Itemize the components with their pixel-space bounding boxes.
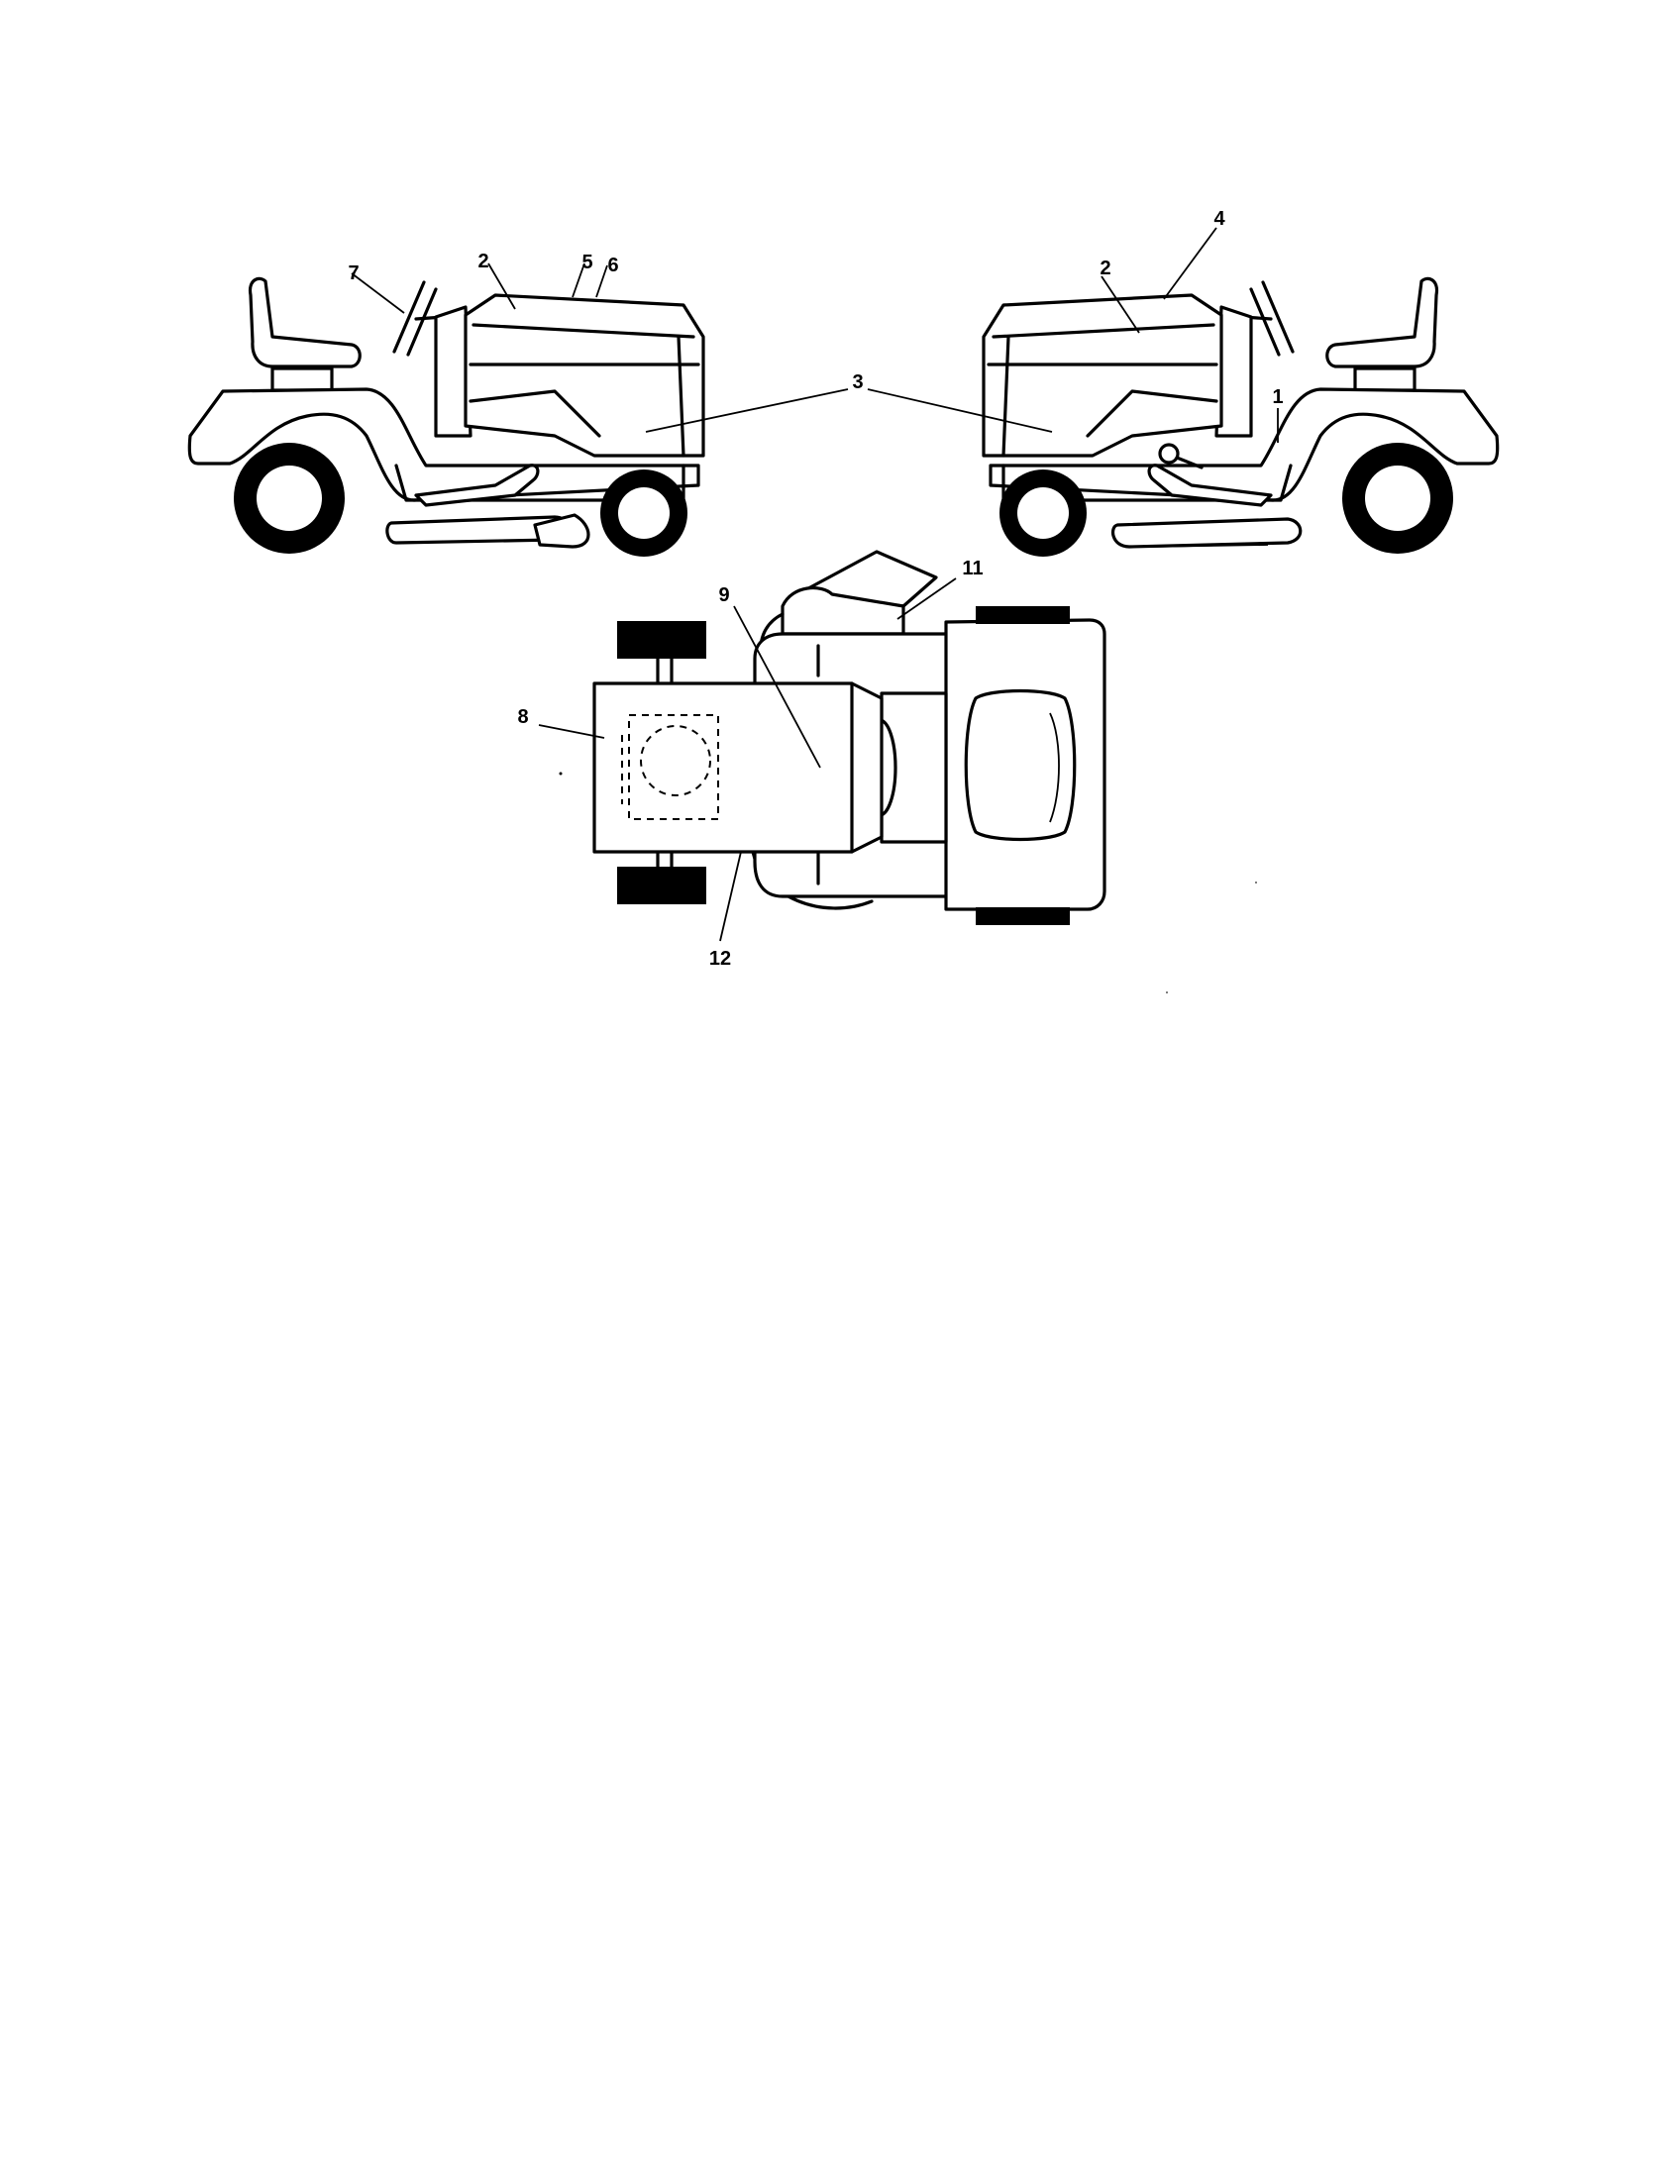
leader-3-left bbox=[645, 388, 849, 433]
leader-5 bbox=[572, 262, 585, 298]
leader-4 bbox=[1163, 227, 1217, 300]
tractor-left-side-view bbox=[187, 276, 705, 557]
callout-11: 11 bbox=[962, 558, 984, 579]
leader-2-left bbox=[487, 262, 516, 310]
tractor-right-side-view bbox=[982, 276, 1500, 557]
leader-6 bbox=[595, 264, 608, 298]
callout-3: 3 bbox=[852, 371, 864, 393]
callout-4: 4 bbox=[1213, 208, 1225, 230]
leader-lines bbox=[351, 227, 1279, 942]
leader-7 bbox=[351, 272, 405, 314]
callout-5: 5 bbox=[581, 252, 593, 273]
leader-8 bbox=[538, 724, 605, 739]
leader-12 bbox=[719, 851, 742, 942]
callout-1: 1 bbox=[1272, 386, 1284, 408]
callout-7: 7 bbox=[348, 262, 360, 284]
leader-9 bbox=[733, 605, 821, 769]
leader-11 bbox=[896, 577, 957, 620]
callout-6: 6 bbox=[607, 255, 619, 276]
callout-9: 9 bbox=[718, 584, 730, 606]
callout-2-right: 2 bbox=[1100, 258, 1111, 279]
leader-2-right bbox=[1101, 275, 1140, 334]
callout-2-left: 2 bbox=[477, 251, 489, 272]
callout-8: 8 bbox=[517, 706, 529, 728]
tractor-top-view bbox=[592, 550, 1106, 925]
leader-3-right bbox=[867, 388, 1053, 433]
callout-12: 12 bbox=[708, 948, 732, 970]
